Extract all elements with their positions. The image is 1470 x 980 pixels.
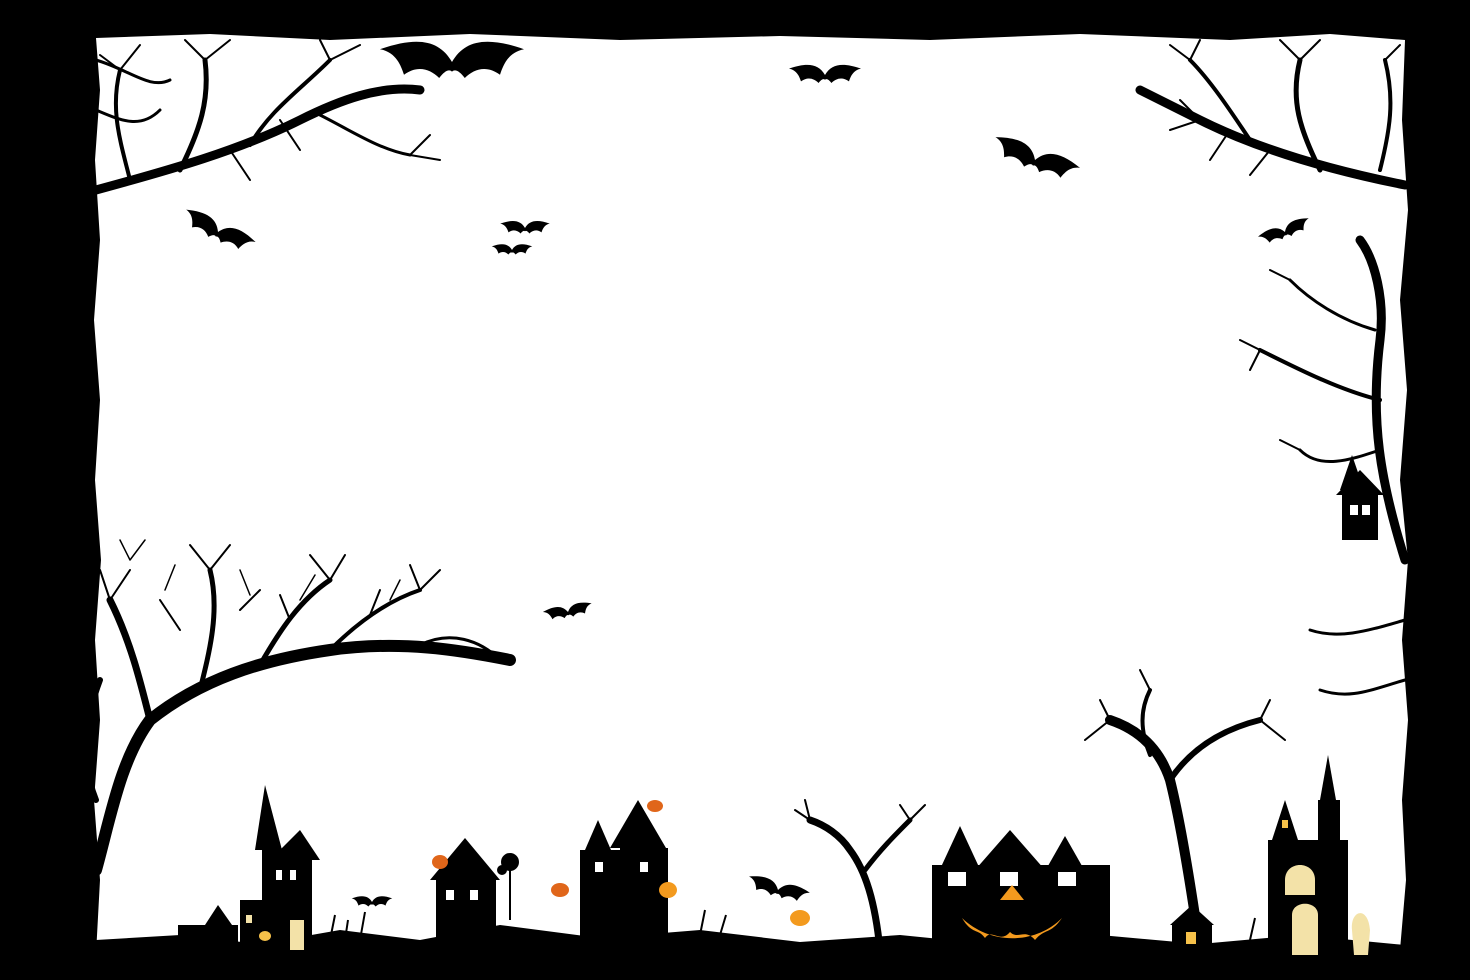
bat-icon bbox=[351, 896, 393, 907]
castle-tower-icon bbox=[580, 800, 668, 950]
jack-o-lantern-icon bbox=[647, 800, 677, 898]
haunted-house-icon bbox=[430, 838, 500, 950]
haunted-house-icon bbox=[1336, 455, 1384, 540]
bare-tree-icon bbox=[1239, 235, 1410, 696]
bare-tree-icon bbox=[91, 39, 441, 195]
bat-icon bbox=[1257, 218, 1309, 243]
jack-o-lantern-icon bbox=[790, 910, 810, 926]
bare-tree-icon bbox=[1084, 669, 1286, 955]
haunted-house-icon bbox=[178, 900, 270, 950]
castle-tower-icon bbox=[1268, 755, 1370, 955]
bat-icon bbox=[491, 244, 533, 255]
jack-o-lantern-icon bbox=[962, 885, 1062, 940]
bat-icon bbox=[542, 602, 592, 620]
dead-flower-silhouette bbox=[497, 853, 519, 920]
castle-tower-icon bbox=[255, 785, 320, 950]
bat-icon bbox=[500, 221, 550, 234]
haunted-house-icon bbox=[932, 826, 1110, 955]
bare-tree-icon bbox=[794, 799, 926, 954]
bat-icon bbox=[789, 64, 861, 83]
haunted-house-icon bbox=[1170, 905, 1214, 955]
paper-area bbox=[94, 34, 1408, 956]
jack-o-lantern-icon bbox=[259, 931, 271, 941]
bare-tree-icon bbox=[1135, 39, 1410, 190]
bat-icon bbox=[995, 137, 1081, 178]
bat-icon bbox=[749, 876, 810, 901]
jack-o-lantern-icon bbox=[432, 855, 569, 897]
bat-icon bbox=[380, 41, 524, 79]
bat-icon bbox=[186, 209, 256, 249]
bare-tree-icon bbox=[83, 539, 516, 876]
